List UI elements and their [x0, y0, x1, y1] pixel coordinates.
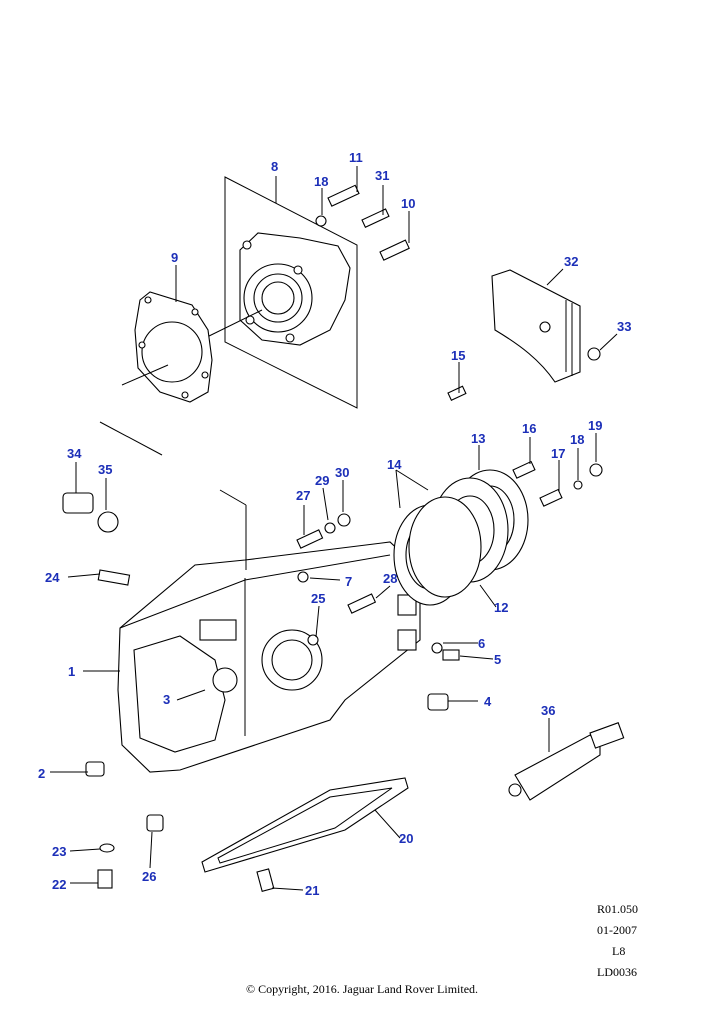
callout-15: 15 — [451, 348, 465, 363]
callout-21: 21 — [305, 883, 319, 898]
sump-gasket-20-drawing — [201, 777, 409, 873]
callout-13: 13 — [471, 431, 485, 446]
callout-26: 26 — [142, 869, 156, 884]
callout-33: 33 — [617, 319, 631, 334]
fasteners-drawing — [62, 184, 603, 892]
callouts: 1 2 3 4 5 6 7 8 9 10 11 12 13 14 15 16 1… — [38, 150, 631, 898]
callout-30: 30 — [335, 465, 349, 480]
callout-2: 2 — [38, 766, 45, 781]
cover-32-drawing — [491, 269, 581, 383]
callout-22: 22 — [52, 877, 66, 892]
transfer-case-drawing — [99, 421, 421, 773]
callout-10: 10 — [401, 196, 415, 211]
callout-24: 24 — [45, 570, 60, 585]
callout-25: 25 — [311, 591, 325, 606]
callout-9: 9 — [171, 250, 178, 265]
callout-1: 1 — [68, 664, 75, 679]
reference-section: L8 — [612, 944, 626, 958]
sealant-tube-36-drawing — [508, 722, 625, 801]
flange-assembly-drawing — [393, 469, 529, 606]
callout-20: 20 — [399, 831, 413, 846]
callout-7: 7 — [345, 574, 352, 589]
callout-6: 6 — [478, 636, 485, 651]
callout-27: 27 — [296, 488, 310, 503]
callout-35: 35 — [98, 462, 112, 477]
copyright-notice: © Copyright, 2016. Jaguar Land Rover Lim… — [245, 982, 479, 996]
callout-8: 8 — [271, 159, 278, 174]
callout-34: 34 — [67, 446, 82, 461]
callout-36: 36 — [541, 703, 555, 718]
extension-housing-drawing — [204, 176, 358, 409]
callout-17: 17 — [551, 446, 565, 461]
reference-id: LD0036 — [597, 965, 637, 979]
callout-4: 4 — [484, 694, 492, 709]
callout-11: 11 — [349, 150, 363, 165]
callout-29: 29 — [315, 473, 329, 488]
callout-32: 32 — [564, 254, 578, 269]
callout-28: 28 — [383, 571, 397, 586]
gasket-9-drawing — [121, 291, 213, 403]
callout-18b: 18 — [570, 432, 584, 447]
callout-14: 14 — [387, 457, 402, 472]
callout-5: 5 — [494, 652, 501, 667]
leader-lines — [50, 166, 618, 891]
callout-23: 23 — [52, 844, 66, 859]
callout-16: 16 — [522, 421, 536, 436]
callout-31: 31 — [375, 168, 389, 183]
callout-12: 12 — [494, 600, 508, 615]
callout-3: 3 — [163, 692, 170, 707]
reference-date: 01-2007 — [597, 923, 637, 937]
callout-19: 19 — [588, 418, 602, 433]
reference-code: R01.050 — [597, 902, 639, 916]
callout-18a: 18 — [314, 174, 328, 189]
